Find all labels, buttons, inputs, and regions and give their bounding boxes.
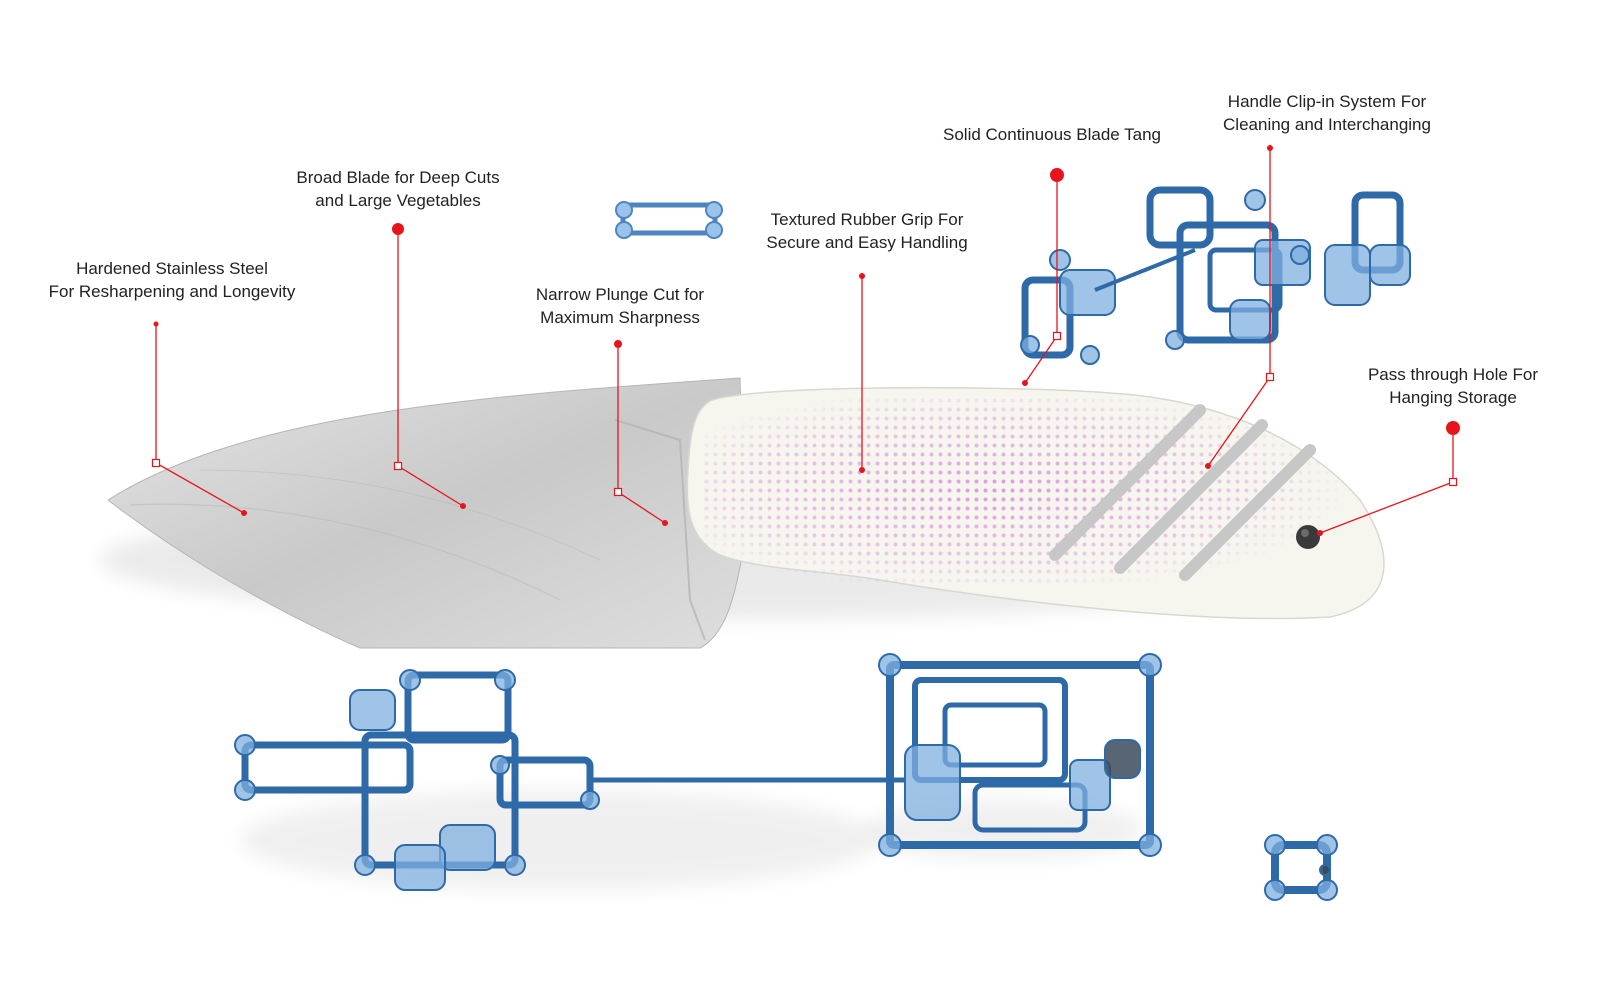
leader-grip [859, 273, 865, 473]
small-clip-part [615, 201, 723, 239]
leader-tang-marker [1052, 331, 1062, 341]
leader-hole-end [1317, 530, 1323, 536]
leader-broad-marker [393, 461, 403, 471]
leader-steel [151, 321, 247, 516]
leader-grip-end [859, 467, 865, 473]
leader-hole [1317, 421, 1460, 536]
small-clip-bottom-right [1264, 834, 1338, 901]
callout-grip-line-1: Textured Rubber Grip For [770, 210, 964, 229]
leader-steel-marker [151, 458, 161, 468]
leader-broad-end [460, 503, 466, 509]
callout-plunge-line-2: Maximum Sharpness [540, 308, 700, 327]
leader-tang-dot [1050, 168, 1064, 182]
clip-frame-bottom [878, 653, 1162, 857]
knife-handle [686, 386, 1385, 620]
leader-clip-end [1205, 463, 1211, 469]
leader-steel-dot [153, 321, 159, 327]
leader-plunge-marker [613, 487, 623, 497]
leader-clip-marker [1265, 372, 1275, 382]
leader-clip [1205, 145, 1275, 469]
leader-steel-end [241, 510, 247, 516]
callout-plunge-line-1: Narrow Plunge Cut for [535, 285, 705, 304]
leader-plunge-dot [614, 340, 622, 348]
hanging-hole [1296, 525, 1320, 549]
leader-grip-dot [859, 273, 865, 279]
clip-system-bottom-left [234, 669, 905, 891]
knife-blade [107, 377, 746, 649]
leader-plunge-end [662, 520, 668, 526]
leader-hole-marker [1448, 477, 1458, 487]
callout-broad-line-1: Broad Blade for Deep Cuts [296, 168, 500, 187]
leader-broad [392, 223, 466, 509]
callout-grip-line-2: Secure and Easy Handling [766, 233, 968, 252]
leader-lines [151, 145, 1460, 536]
leader-clip-dot [1267, 145, 1273, 151]
leader-tang [1022, 168, 1064, 386]
callout-tang: Solid Continuous Blade Tang [943, 123, 1161, 146]
callout-tang-line-1: Solid Continuous Blade Tang [942, 125, 1162, 144]
callout-clip-line-1: Handle Clip-in System For [1227, 92, 1427, 111]
callout-hole-line-2: Hanging Storage [1389, 388, 1517, 407]
callout-broad: Broad Blade for Deep Cuts and Large Veget… [296, 166, 499, 212]
clip-system-top [1020, 186, 1411, 365]
leader-hole-dot [1446, 421, 1460, 435]
callout-broad-line-2: and Large Vegetables [315, 191, 481, 210]
callout-steel-line-2: For Resharpening and Longevity [48, 282, 296, 301]
callout-hole-line-1: Pass through Hole For [1367, 365, 1539, 384]
leader-plunge [613, 340, 668, 526]
callout-clip-line-2: Cleaning and Interchanging [1223, 115, 1431, 134]
callout-steel-line-1: Hardened Stainless Steel [76, 259, 268, 278]
leader-tang-end [1022, 380, 1028, 386]
leader-broad-dot [392, 223, 404, 235]
